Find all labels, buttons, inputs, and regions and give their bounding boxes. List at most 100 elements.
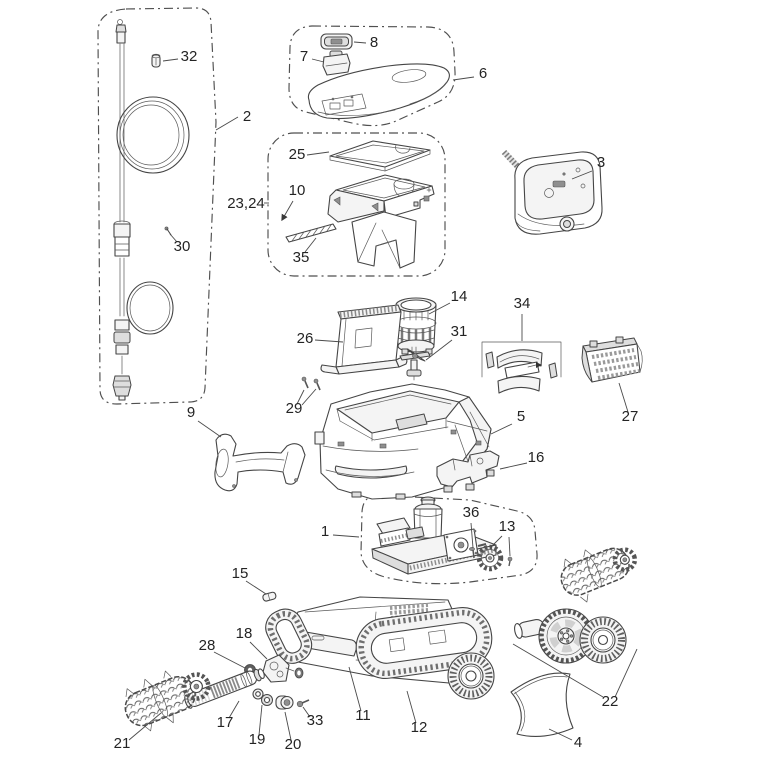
part-label-32: 32 (181, 48, 198, 65)
part-label-8: 8 (370, 34, 378, 51)
leader-line-16 (499, 462, 528, 470)
leader-line-25 (306, 151, 330, 156)
part-label-17: 17 (217, 714, 234, 731)
leader-line-21 (128, 712, 162, 741)
leader-line-9 (197, 420, 222, 438)
filter-lid-drawing (329, 140, 431, 172)
leader-line-1 (332, 534, 360, 538)
hub-cap-drawing (275, 695, 294, 710)
power-pod-drawing (501, 149, 603, 235)
leader-line-32 (162, 58, 179, 62)
leader-line-13 (508, 536, 511, 557)
part-label-18: 18 (236, 625, 253, 642)
part-label-14: 14 (451, 288, 468, 305)
mount-bracket-drawing (436, 450, 500, 493)
leader-line-31 (425, 339, 453, 361)
leader-line-28 (213, 651, 246, 669)
screws-29-drawing (301, 376, 321, 391)
part-label-21: 21 (114, 735, 131, 752)
part-label-33: 33 (307, 712, 324, 729)
leader-line-35 (304, 237, 317, 253)
intake-flap-drawing (320, 304, 408, 375)
leader-line-29 (301, 388, 317, 406)
part-label-30: 30 (174, 238, 191, 255)
part-label-9: 9 (187, 404, 195, 421)
part-label-15: 15 (232, 565, 249, 582)
latch-button-drawing (322, 50, 351, 76)
leader-line-19 (258, 704, 263, 736)
logo-cap-drawing (320, 33, 353, 50)
part-label-35: 35 (293, 249, 310, 266)
leader-line-27 (618, 382, 629, 413)
leader-lines (128, 41, 638, 741)
flap-strip-drawing (285, 223, 337, 243)
cable-grommet-drawing (151, 53, 161, 68)
track-left-drawing (265, 608, 313, 664)
leader-line-11 (348, 666, 362, 712)
screw-36-drawing (469, 547, 475, 559)
brush-right-drawing (560, 547, 638, 603)
part-drawings (112, 19, 643, 737)
part-label-10: 10 (289, 182, 306, 199)
part-label-5: 5 (517, 408, 525, 425)
part-label-29: 29 (286, 400, 303, 417)
filter-basket-drawing (327, 174, 435, 269)
leader-line-6 (452, 76, 475, 81)
group-boundary-top-cover (288, 25, 456, 127)
leader-line-13 (490, 535, 503, 548)
leader-line-2 (215, 116, 239, 131)
leader-line-33 (302, 706, 311, 718)
part-label-2: 2 (243, 108, 251, 125)
group-boundary-filter-basket (267, 132, 446, 277)
brake-shoe-kit-drawing (481, 341, 562, 394)
part-label-26: 26 (297, 330, 314, 347)
group-boundaries (97, 7, 538, 585)
curved-panel-drawing (510, 672, 574, 737)
part-label-25: 25 (289, 146, 306, 163)
group-boundary-drive-block (360, 494, 538, 585)
leader-line-4 (548, 728, 573, 741)
vent-grille-drawing (581, 336, 643, 383)
brush-left-drawing (124, 670, 211, 732)
part-label-4: 4 (574, 734, 582, 751)
leader-line-3 (571, 170, 593, 180)
pin-15-drawing (262, 591, 277, 602)
group-boundary-cable-assembly (97, 7, 217, 405)
leader-line-30 (169, 233, 178, 243)
leader-line-8 (353, 41, 367, 44)
floating-cable-drawing (112, 19, 190, 401)
leader-line-22 (614, 648, 638, 698)
part-label-6: 6 (479, 65, 487, 82)
leader-line-29 (296, 389, 305, 405)
leader-line-17 (228, 700, 240, 719)
leader-line-15 (245, 580, 267, 595)
part-label-36: 36 (463, 504, 480, 521)
part-label-16: 16 (528, 449, 545, 466)
part-label-1: 1 (321, 523, 329, 540)
impeller-drawing (399, 346, 431, 381)
part-label-19: 19 (249, 731, 266, 748)
part-label-12: 12 (411, 719, 428, 736)
screw-33-drawing (296, 699, 310, 708)
leader-line-10 (281, 200, 294, 222)
leader-line-26 (314, 339, 344, 343)
filter-cartridge-drawing (395, 297, 437, 355)
leader-line-7 (311, 58, 325, 63)
leader-line-36 (470, 522, 474, 549)
part-label-22: 22 (602, 693, 619, 710)
top-cover-drawing (307, 63, 450, 120)
part-label-27: 27 (622, 408, 639, 425)
washers-drawing (252, 688, 273, 706)
part-label-31: 31 (451, 323, 468, 340)
handle-drawing (214, 433, 306, 492)
body-shell-drawing (314, 383, 492, 500)
part-label-3: 3 (597, 154, 605, 171)
part-label-34: 34 (514, 295, 531, 312)
drive-block-drawing (371, 496, 497, 575)
wheel-gear-set-drawing (514, 608, 627, 664)
leader-line-5 (490, 423, 513, 435)
leader-line-22 (512, 643, 604, 698)
part-label-11: 11 (355, 707, 371, 724)
small-pin-drawing (164, 226, 172, 236)
